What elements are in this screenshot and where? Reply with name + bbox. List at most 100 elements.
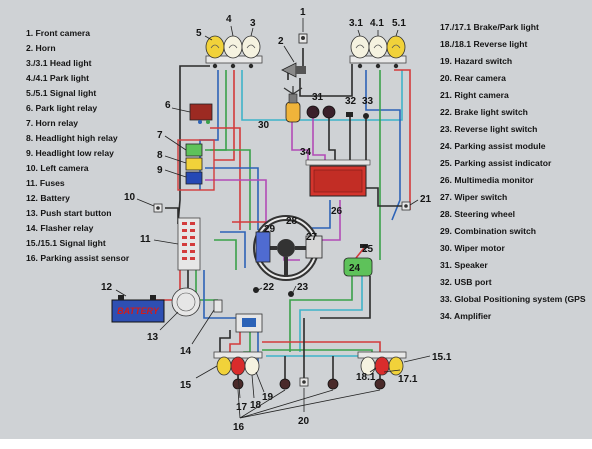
wire-blue bbox=[199, 70, 219, 190]
callout-5-1: 5.1 bbox=[392, 18, 406, 29]
parking-sensor bbox=[327, 378, 339, 390]
brake-park-light-17 bbox=[230, 356, 246, 376]
reverse-light-18 bbox=[244, 356, 260, 376]
wire-green bbox=[262, 349, 373, 356]
horn bbox=[281, 62, 306, 78]
fuse-row bbox=[182, 222, 195, 260]
wire-black bbox=[299, 64, 353, 97]
signal-light-5 bbox=[205, 35, 225, 59]
lamp-terminal bbox=[230, 63, 236, 69]
callout-20: 20 bbox=[298, 416, 310, 427]
callout-numbers: 1 2 3 4 5 3.1 4.1 5.1 6 7 8 9 10 11 12 1… bbox=[101, 7, 452, 433]
wire-cyan bbox=[241, 70, 403, 121]
left-camera bbox=[153, 203, 163, 213]
wire-magenta bbox=[205, 179, 267, 238]
callout-4-1: 4.1 bbox=[370, 18, 384, 29]
callout-16: 16 bbox=[233, 422, 245, 433]
signal-light-5-1 bbox=[386, 35, 406, 59]
brake-light-switch bbox=[253, 287, 259, 293]
fuse-box bbox=[177, 217, 201, 271]
callout-3: 3 bbox=[250, 18, 256, 29]
brake-park-light-17-1 bbox=[374, 356, 390, 376]
park-light-4-1 bbox=[368, 35, 388, 59]
leader-lines bbox=[115, 18, 431, 419]
signal-light-15-1 bbox=[388, 356, 404, 376]
wire-blue bbox=[205, 167, 259, 230]
callout-15-1: 15.1 bbox=[432, 352, 452, 363]
lamp-terminal bbox=[375, 63, 381, 69]
callout-28: 28 bbox=[286, 216, 298, 227]
reverse-light-switch bbox=[288, 291, 294, 297]
head-light-3 bbox=[241, 35, 261, 59]
callout-12: 12 bbox=[101, 282, 113, 293]
parking-sensor bbox=[374, 378, 386, 390]
wire-green bbox=[289, 274, 353, 352]
wire-cyan bbox=[299, 276, 363, 352]
wire-red bbox=[394, 69, 411, 210]
wire-green bbox=[205, 149, 251, 230]
lamp-terminal bbox=[212, 63, 218, 69]
callout-1: 1 bbox=[300, 7, 306, 18]
callout-18-1: 18.1 bbox=[356, 372, 376, 383]
callout-6: 6 bbox=[165, 100, 171, 111]
multimedia-monitor bbox=[305, 159, 371, 197]
wire-red bbox=[355, 247, 365, 259]
callout-19: 19 bbox=[262, 392, 274, 403]
front-camera bbox=[298, 33, 308, 44]
wiper-switch bbox=[305, 235, 323, 259]
wire-black bbox=[219, 330, 231, 355]
wire-black bbox=[165, 207, 179, 224]
flasher-relay bbox=[213, 299, 223, 313]
callout-32: 32 bbox=[345, 96, 357, 107]
parking-assist-module bbox=[343, 257, 373, 277]
wire-blue bbox=[365, 70, 401, 221]
callout-3-1: 3.1 bbox=[349, 18, 363, 29]
callout-26: 26 bbox=[331, 206, 343, 217]
wiring-diagram: BATTERY bbox=[101, 7, 452, 433]
callout-11: 11 bbox=[140, 234, 151, 245]
wire-magenta bbox=[291, 115, 309, 165]
front-right-lamp-cluster bbox=[349, 35, 407, 69]
park-light-relay bbox=[189, 103, 213, 121]
wire-red bbox=[214, 70, 235, 161]
right-camera bbox=[401, 201, 411, 211]
callout-5: 5 bbox=[196, 28, 202, 39]
callout-15: 15 bbox=[180, 380, 192, 391]
wire-red bbox=[210, 127, 241, 230]
callout-25: 25 bbox=[362, 244, 374, 255]
usb-port bbox=[346, 112, 353, 117]
callout-8: 8 bbox=[157, 150, 163, 161]
rear-camera bbox=[299, 377, 309, 387]
callout-24: 24 bbox=[349, 263, 361, 274]
rear-left-lamp-cluster bbox=[213, 351, 263, 376]
diagram-panel: BATTERY bbox=[0, 0, 592, 439]
parking-assist-indicator bbox=[360, 244, 368, 248]
combination-switch bbox=[255, 231, 271, 263]
gps-unit bbox=[363, 113, 369, 119]
callout-30: 30 bbox=[258, 120, 270, 131]
callout-2: 2 bbox=[278, 36, 284, 47]
callout-17-1: 17.1 bbox=[398, 374, 418, 385]
amplifier bbox=[305, 159, 371, 166]
lamp-filament bbox=[355, 44, 401, 49]
wire-blue bbox=[203, 270, 236, 319]
callout-9: 9 bbox=[157, 165, 163, 176]
callout-10: 10 bbox=[124, 192, 136, 203]
callout-31: 31 bbox=[312, 92, 324, 103]
lamp-terminal bbox=[357, 63, 363, 69]
wire-blue bbox=[220, 231, 246, 268]
headlight-high-relay bbox=[185, 157, 203, 171]
headlight-low-relay bbox=[185, 171, 203, 185]
callout-17: 17 bbox=[236, 402, 248, 413]
wire-red bbox=[229, 330, 241, 355]
callout-22: 22 bbox=[263, 282, 275, 293]
callout-4: 4 bbox=[226, 14, 232, 25]
wire-black bbox=[365, 187, 402, 207]
callout-13: 13 bbox=[147, 332, 159, 343]
wire-black bbox=[328, 112, 336, 165]
relay-terminal bbox=[206, 120, 210, 124]
wire-blue bbox=[312, 200, 331, 229]
parking-sensor bbox=[232, 378, 244, 390]
head-light-3-1 bbox=[350, 35, 370, 59]
